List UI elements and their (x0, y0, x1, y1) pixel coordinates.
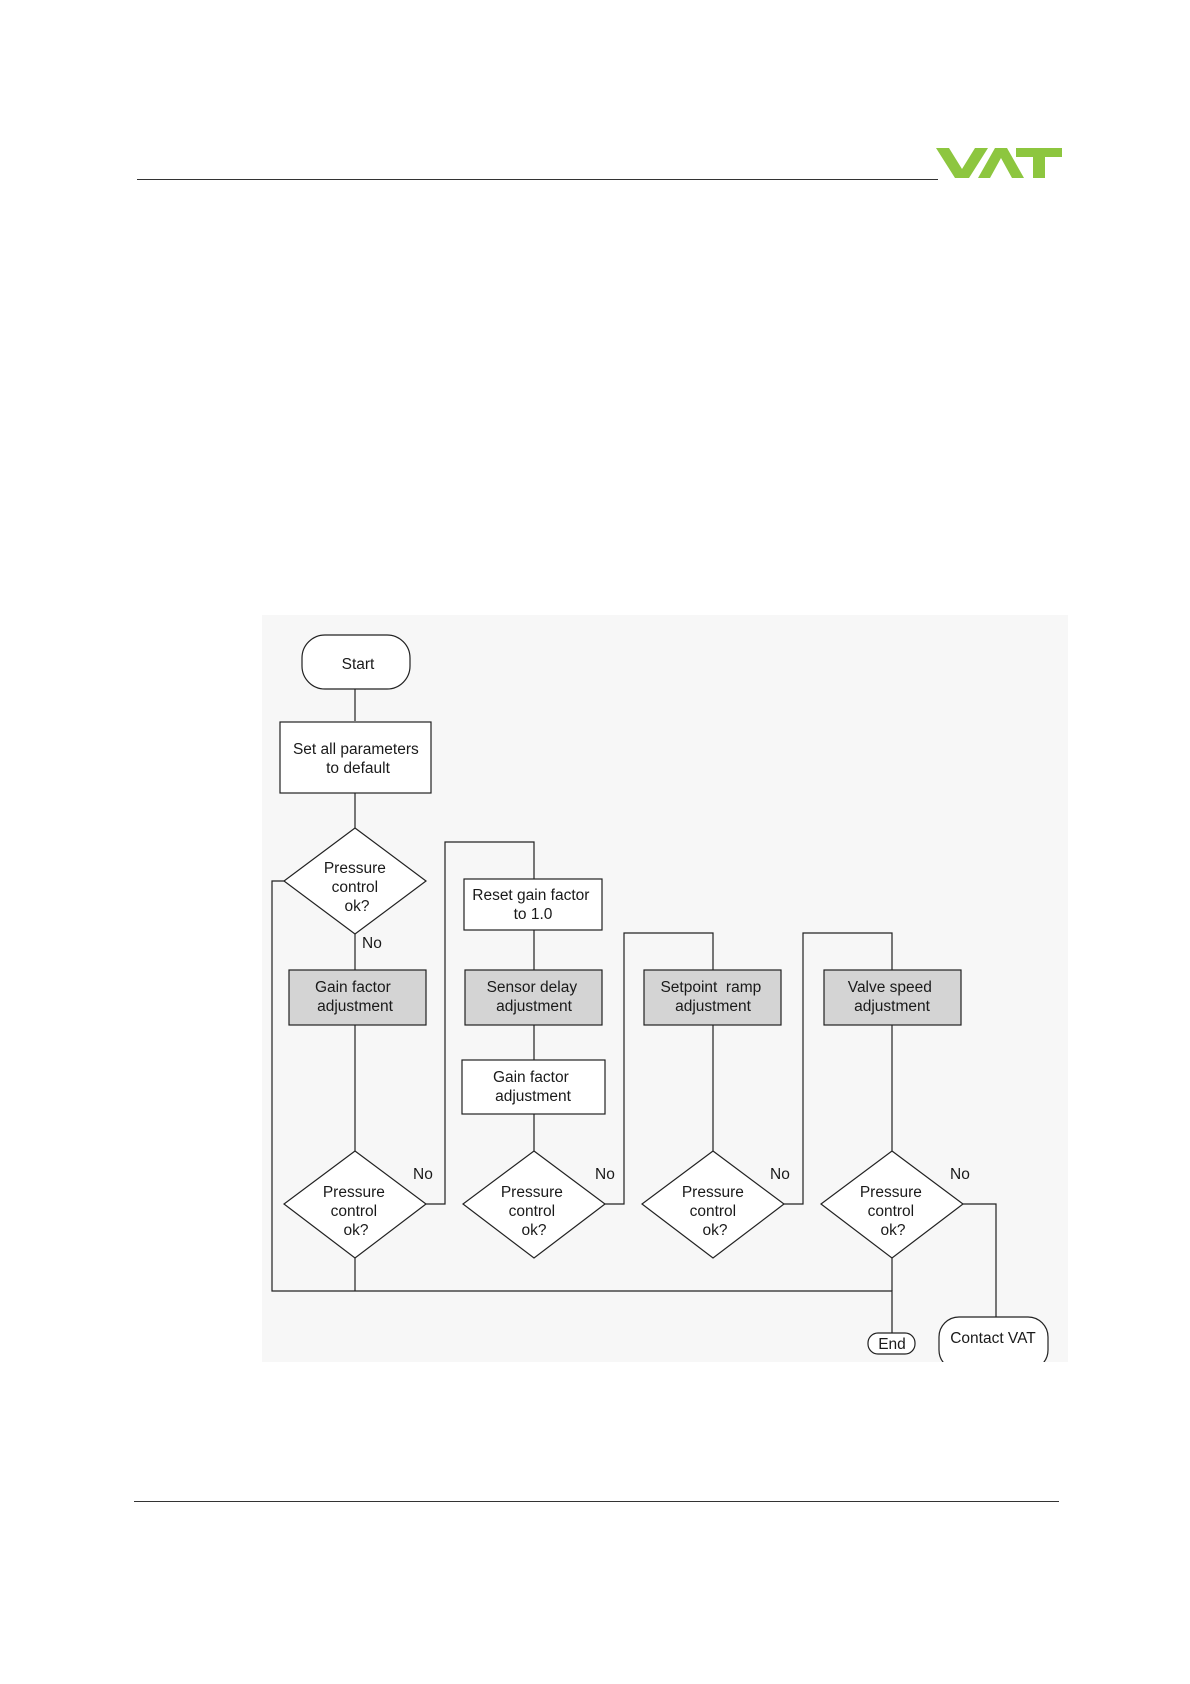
decision-1-diamond (282, 827, 428, 935)
decision-3-diamond (462, 1150, 606, 1259)
decision-3-label: Pressure control ok? (501, 1184, 567, 1239)
gain-factor-1-label: Gain factor adjustment (315, 979, 395, 1015)
flowchart: Start Set all parameters to default Pres… (262, 615, 1068, 1362)
decision-5-label: Pressure control ok? (860, 1184, 926, 1239)
footer-rule (134, 1501, 1059, 1502)
contact-vat-terminal (938, 1316, 1049, 1362)
reset-gain-label: Reset gain factor to 1.0 (472, 887, 594, 923)
set-default-label: Set all parameters to default (293, 741, 423, 777)
end-label: End (878, 1336, 906, 1353)
decision-4-diamond (641, 1150, 785, 1259)
logo-letter-v (936, 148, 988, 178)
set-default-box (279, 721, 432, 794)
decision-2-diamond (283, 1150, 427, 1259)
no-label-5: No (950, 1166, 970, 1183)
gain-factor-1-box (288, 969, 427, 1026)
decision-1-label: Pressure control ok? (324, 860, 390, 915)
no-label-4: No (770, 1166, 790, 1183)
no-label-2: No (413, 1166, 433, 1183)
sensor-delay-box (464, 969, 603, 1026)
logo-letter-a (978, 148, 1024, 178)
valve-speed-label: Valve speed adjustment (848, 979, 936, 1015)
sensor-delay-label: Sensor delay adjustment (487, 979, 582, 1015)
gain-factor-2-box (461, 1059, 606, 1115)
no-label-3: No (595, 1166, 615, 1183)
gain-factor-2-label: Gain factor adjustment (493, 1069, 573, 1105)
logo-letter-t (1016, 148, 1062, 178)
flowchart-connectors (271, 684, 997, 1333)
end-terminal (867, 1332, 916, 1355)
decision-5-diamond (820, 1150, 964, 1259)
header-rule (137, 179, 938, 180)
start-label: Start (342, 656, 375, 673)
no-label-1: No (362, 935, 382, 952)
setpoint-ramp-box (643, 969, 782, 1026)
contact-vat-label: Contact VAT (950, 1330, 1036, 1347)
vat-logo (936, 148, 1062, 178)
decision-2-label: Pressure control ok? (323, 1184, 389, 1239)
setpoint-ramp-label: Setpoint ramp adjustment (660, 979, 765, 1015)
reset-gain-box (463, 878, 603, 931)
start-terminal (301, 634, 411, 690)
decision-4-label: Pressure control ok? (682, 1184, 748, 1239)
valve-speed-box (823, 969, 962, 1026)
